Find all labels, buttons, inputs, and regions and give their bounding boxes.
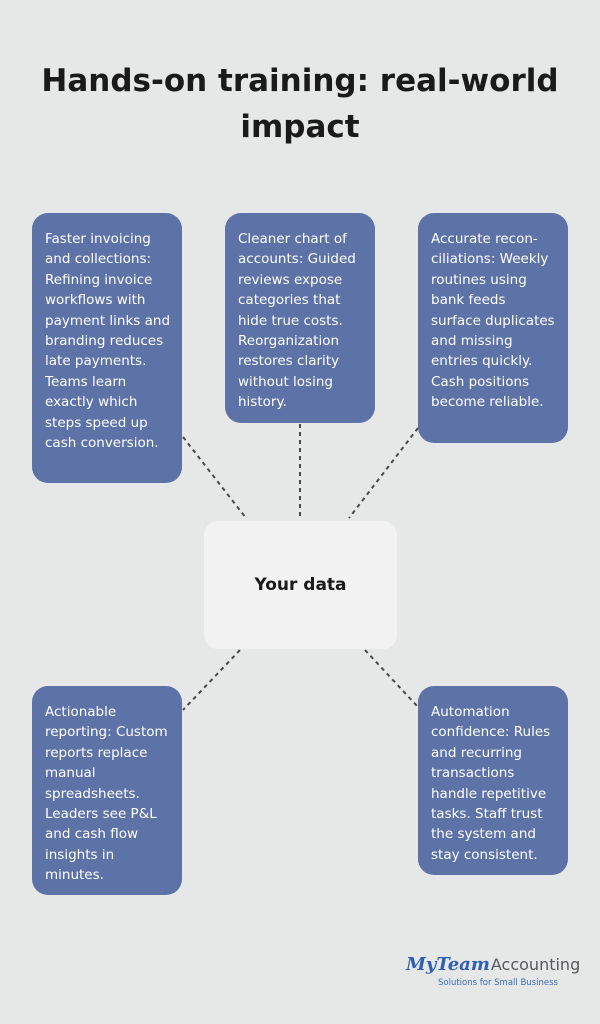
connector-bottom-right bbox=[364, 649, 419, 708]
card-accurate-reconciliations: Accurate recon-ciliations: Weekly routin… bbox=[418, 213, 568, 443]
logo-brand-my: MyTeam bbox=[406, 954, 490, 975]
card-cleaner-chart-of-accounts: Cleaner chart of accounts: Guided review… bbox=[225, 213, 375, 423]
connector-top-left bbox=[182, 436, 247, 519]
logo-brand-rest: Accounting bbox=[490, 955, 581, 974]
connector-bottom-left bbox=[182, 649, 241, 711]
connector-top-right bbox=[348, 427, 419, 519]
center-label: Your data bbox=[254, 575, 347, 595]
center-node: Your data bbox=[204, 521, 397, 649]
card-actionable-reporting: Actionable reporting: Custom reports rep… bbox=[32, 686, 182, 895]
brand-logo: MyTeamAccounting Solutions for Small Bus… bbox=[406, 953, 580, 993]
logo-tagline: Solutions for Small Business bbox=[438, 978, 558, 988]
card-automation-confidence: Automation confidence: Rules and recurri… bbox=[418, 686, 568, 875]
page-title: Hands-on training: real-world impact bbox=[41, 63, 559, 145]
card-faster-invoicing: Faster invoicing and collections: Refini… bbox=[32, 213, 182, 483]
